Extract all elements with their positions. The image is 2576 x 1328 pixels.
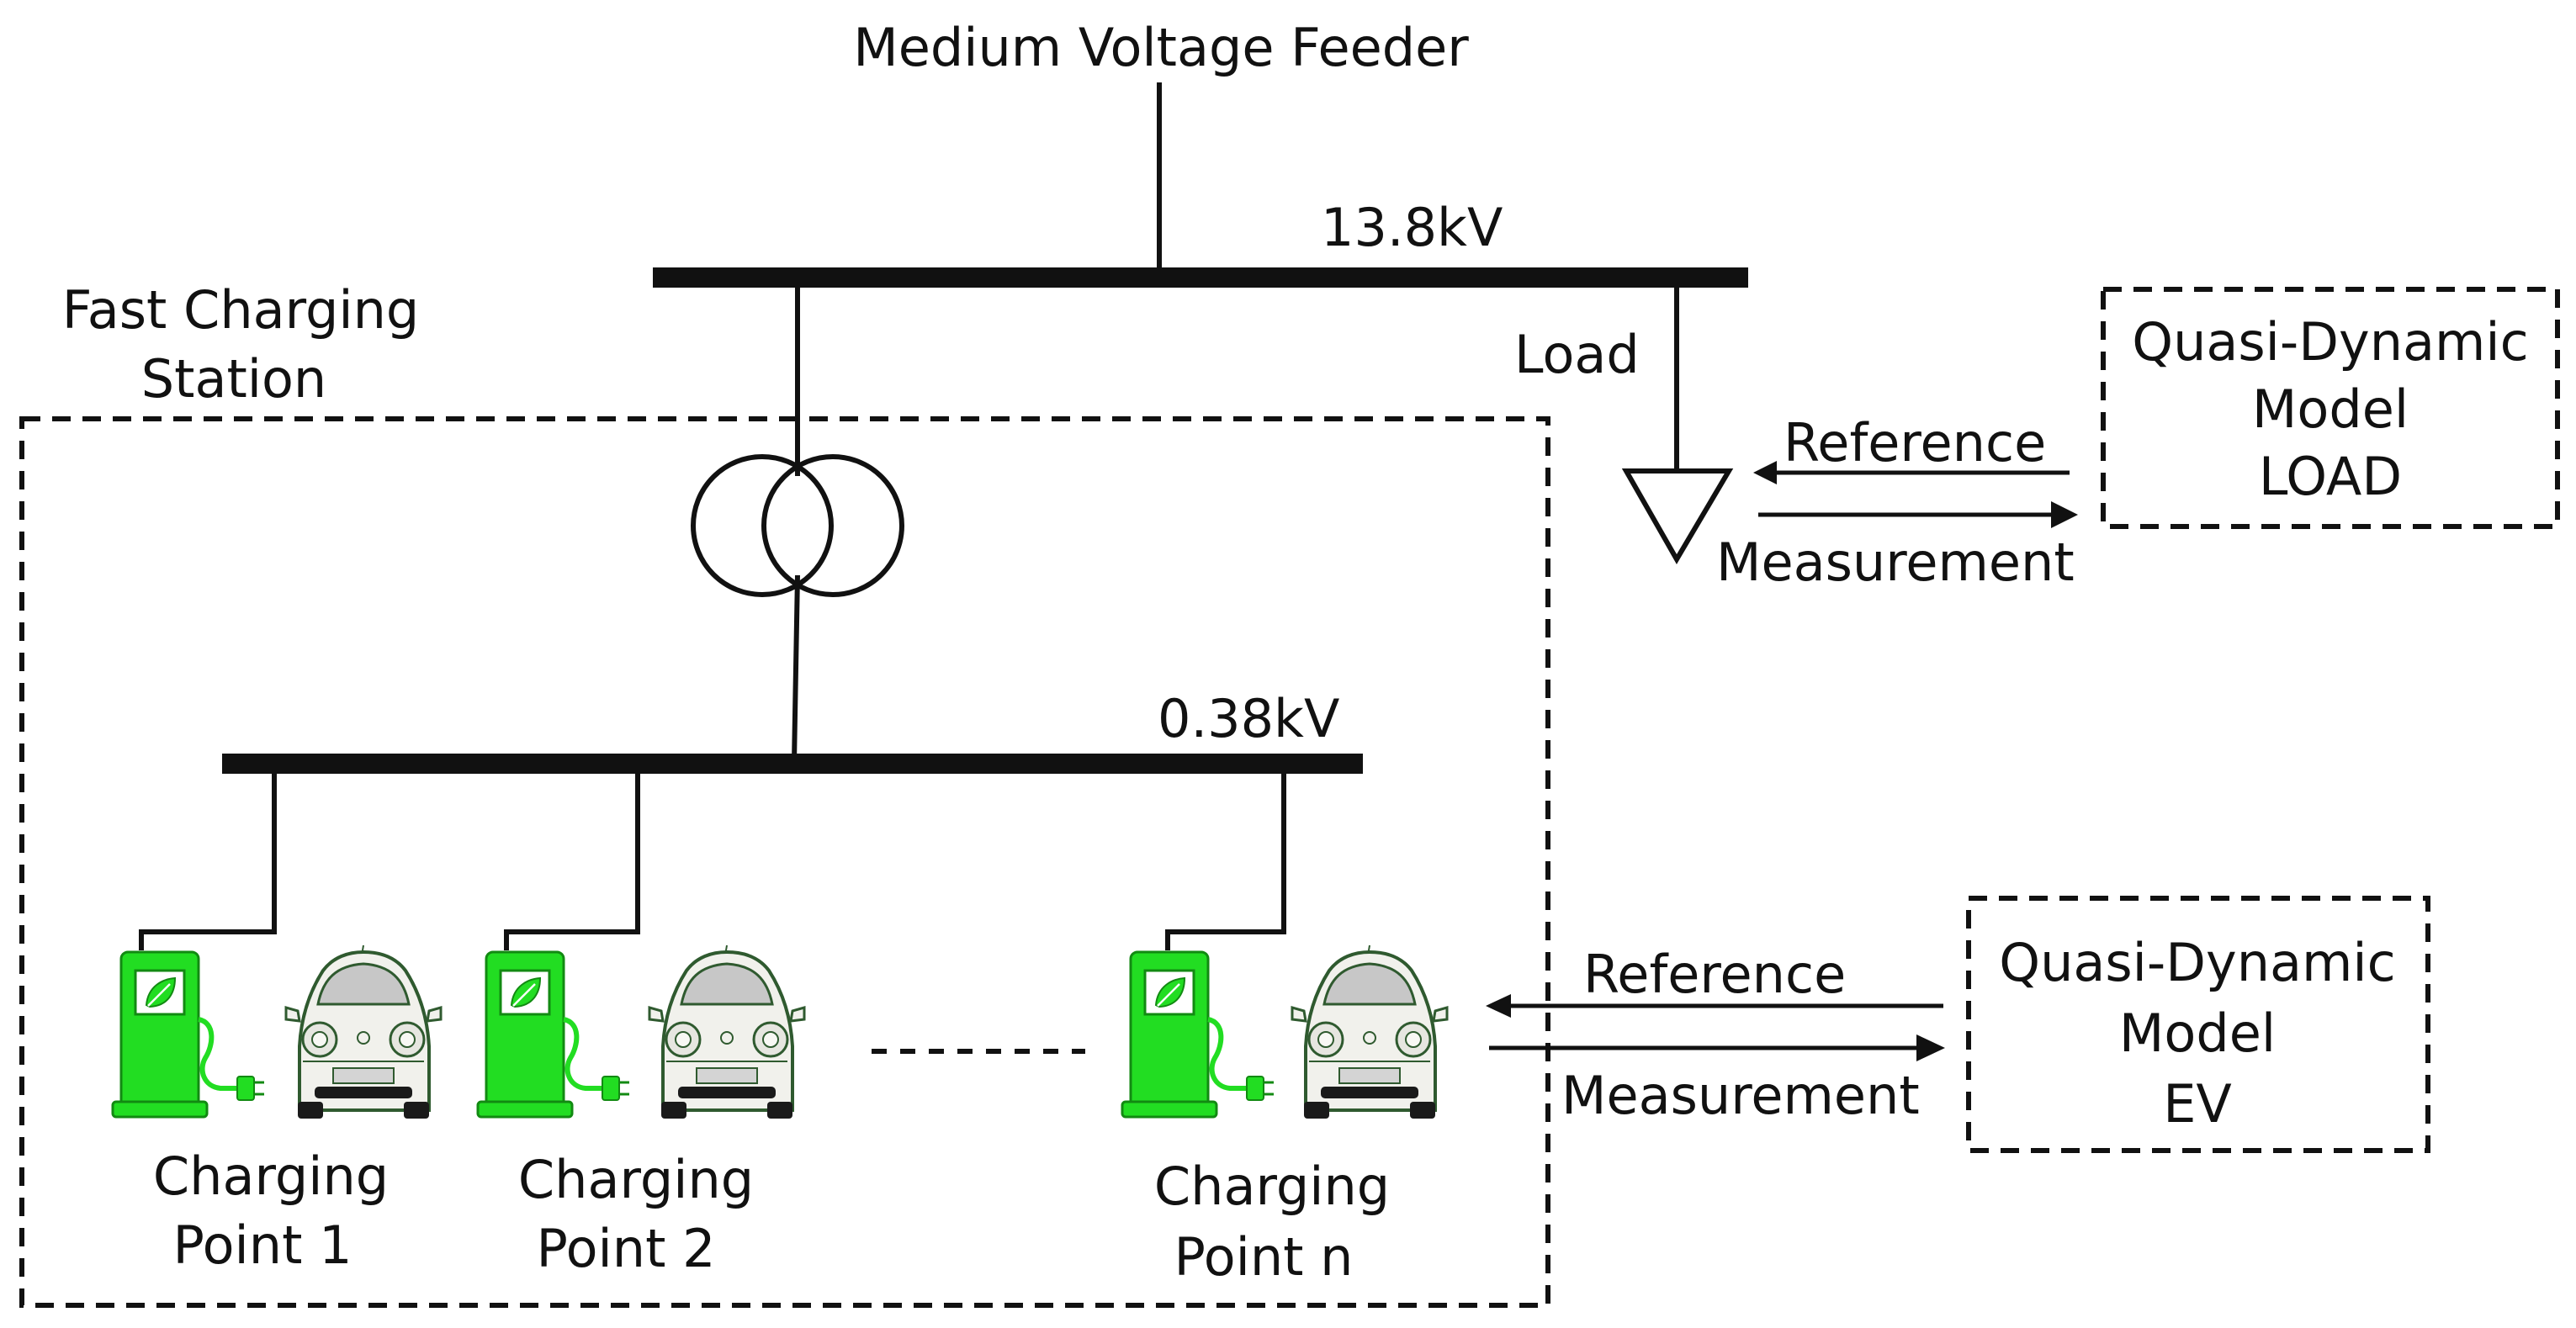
charging-point-n	[1122, 944, 1449, 1120]
load-measurement-arrowhead	[2051, 501, 2078, 528]
lv-bus-voltage-label: 0.38kV	[1158, 688, 1339, 749]
electric-car-icon	[1291, 944, 1449, 1120]
charging-point-1	[113, 944, 443, 1120]
cp1-label-line2: Point 1	[172, 1214, 352, 1276]
cp2-feeder-line	[504, 774, 640, 950]
ev-measurement-label: Measurement	[1561, 1065, 1920, 1126]
electric-car-icon	[648, 944, 806, 1120]
ev-charger-icon	[113, 952, 264, 1117]
load-model-line1: Quasi-Dynamic	[2132, 311, 2528, 373]
ev-charger-icon	[1122, 952, 1274, 1117]
ev-measurement-arrowhead	[1916, 1034, 1945, 1061]
load-model-line3: LOAD	[2259, 446, 2402, 507]
load-triangle-symbol	[1621, 468, 1734, 564]
load-model-line2: Model	[2252, 378, 2409, 440]
transformer-symbol	[691, 454, 904, 597]
feeder-label: Medium Voltage Feeder	[853, 17, 1469, 78]
ev-charger-icon	[478, 952, 629, 1117]
load-model-box	[2101, 287, 2560, 529]
ev-model-line1: Quasi-Dynamic	[1999, 932, 2395, 993]
mv-busbar	[653, 267, 1748, 288]
mv-bus-voltage-label: 13.8kV	[1321, 197, 1503, 258]
cp1-feeder-line	[139, 774, 277, 950]
load-measurement-label: Measurement	[1716, 532, 2075, 593]
cp2-label-line2: Point 2	[536, 1218, 715, 1279]
ev-model-box	[1966, 896, 2430, 1153]
load-label: Load	[1514, 324, 1640, 385]
cp1-label-line1: Charging	[153, 1145, 389, 1207]
lv-busbar	[222, 754, 1363, 774]
cpn-feeder-line	[1165, 774, 1286, 950]
electric-car-icon	[284, 944, 443, 1120]
cpn-label-line2: Point n	[1174, 1226, 1354, 1288]
ev-reference-arrowhead	[1486, 994, 1511, 1018]
ev-model-line3: EV	[2163, 1073, 2232, 1135]
cpn-label-line1: Charging	[1154, 1156, 1390, 1217]
lv-transformer-lead	[792, 574, 800, 763]
cp2-label-line1: Charging	[518, 1149, 754, 1210]
ev-reference-label: Reference	[1583, 944, 1846, 1005]
load-reference-label: Reference	[1784, 412, 2046, 474]
station-label-line2: Station	[141, 348, 326, 410]
ev-model-line2: Model	[2119, 1003, 2276, 1064]
load-reference-arrowhead	[1753, 461, 1777, 484]
charging-point-2	[478, 944, 806, 1120]
station-boundary-box	[19, 416, 1550, 1308]
station-label-line1: Fast Charging	[62, 279, 420, 341]
